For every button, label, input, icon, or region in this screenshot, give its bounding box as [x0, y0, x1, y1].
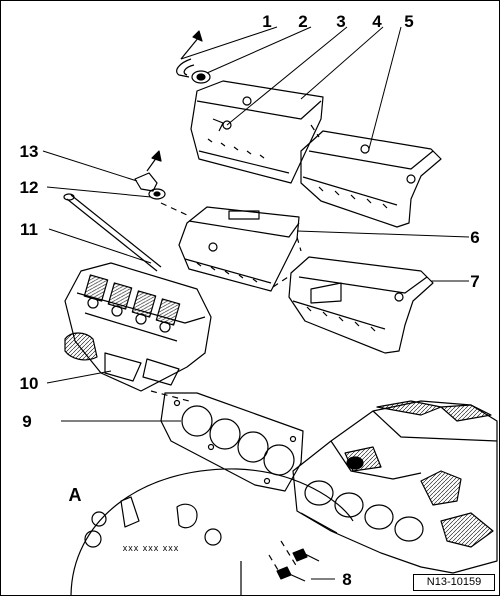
seal-part-12	[148, 188, 166, 200]
engine-block	[292, 400, 498, 574]
head-gasket-part-9	[160, 392, 304, 492]
callout-4: 4	[372, 12, 382, 31]
flywheel-detail-a	[70, 468, 354, 595]
callout-9: 9	[22, 412, 31, 431]
leader-lines	[42, 26, 470, 580]
callout-5: 5	[404, 12, 413, 31]
callout-12: 12	[20, 178, 39, 197]
alignment-lines	[150, 124, 320, 576]
engine-cover-part-7	[288, 256, 434, 354]
detail-marker-a: A	[69, 485, 82, 505]
figure-reference-code: N13-10159	[413, 574, 495, 591]
grommet-part-2	[191, 70, 211, 84]
flywheel-marking: xxx xxx xxx	[123, 543, 180, 553]
callout-11: 11	[20, 220, 38, 239]
callout-7: 7	[470, 272, 479, 291]
callout-1: 1	[262, 12, 271, 31]
breather-hose-part-1	[176, 30, 203, 78]
callout-6: 6	[470, 228, 479, 247]
cylinder-head-part-10	[64, 262, 212, 392]
callout-8: 8	[342, 570, 351, 589]
callout-13: 13	[20, 142, 39, 161]
callout-3: 3	[336, 12, 345, 31]
right-engine-cover-part-5	[300, 130, 442, 228]
dipstick-tube-part-11	[63, 193, 162, 272]
breather-connector-part-13	[134, 150, 162, 192]
callout-10: 10	[20, 374, 39, 393]
head-bolts-part-8	[276, 548, 320, 582]
upper-engine-cover-part-4	[190, 80, 324, 184]
engine-cover-part-6	[178, 206, 300, 292]
callout-2: 2	[298, 12, 307, 31]
